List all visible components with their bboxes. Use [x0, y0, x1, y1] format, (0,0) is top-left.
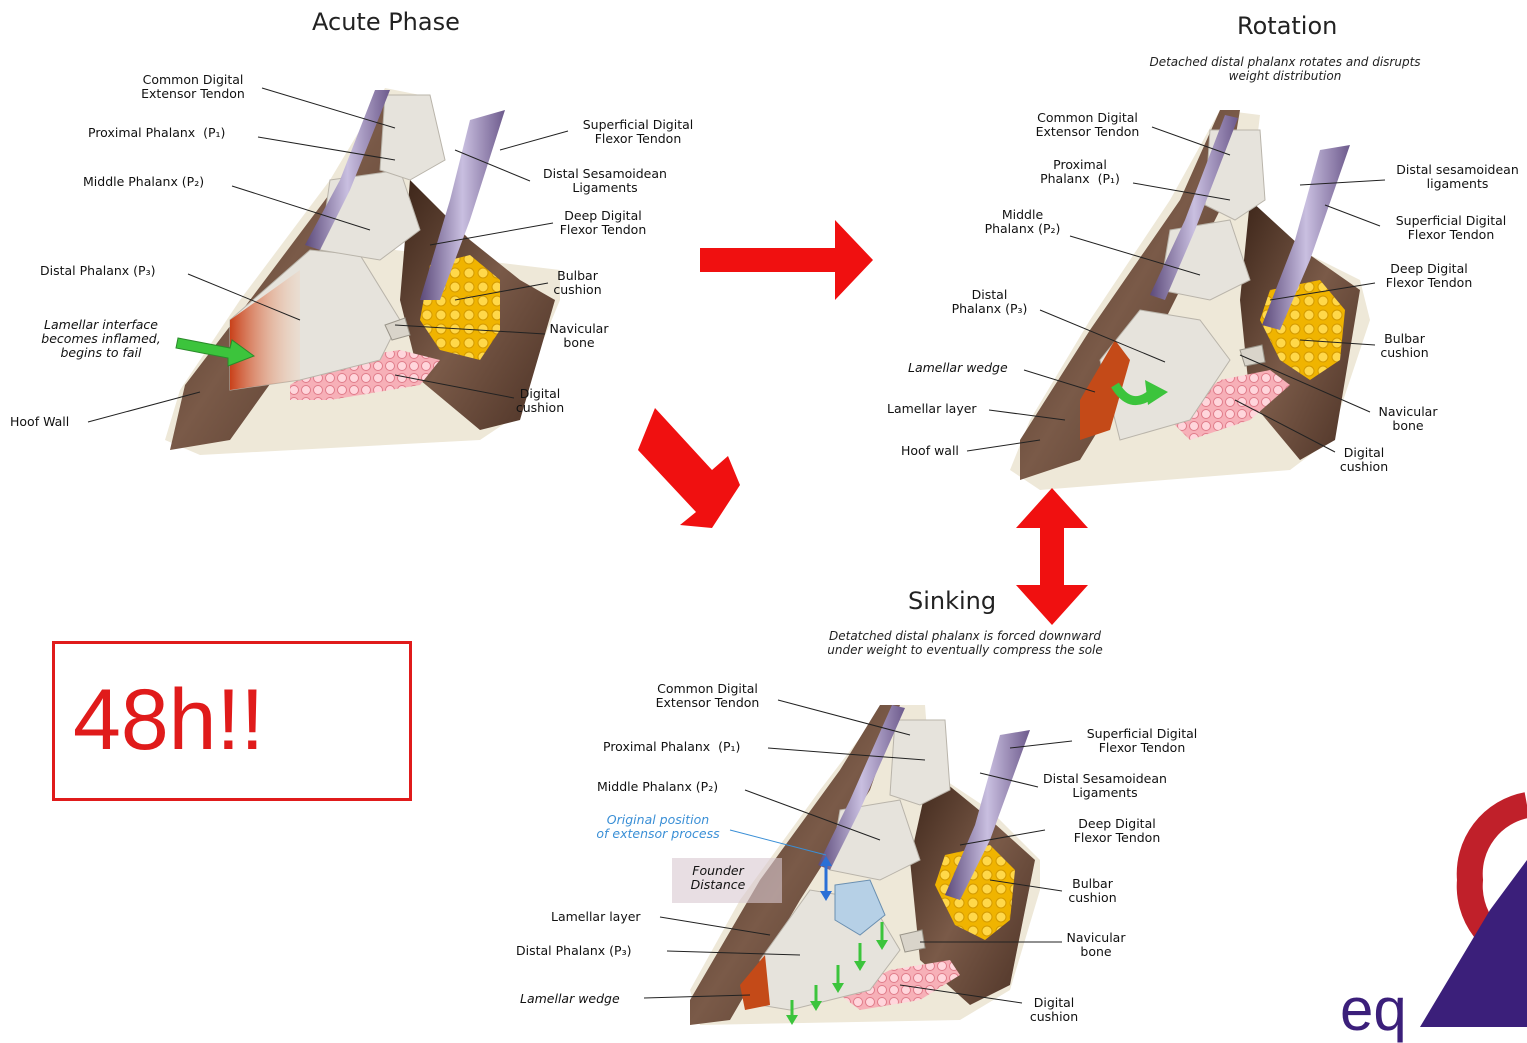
rotation-label-sdft: Superficial Digital Flexor Tendon	[1386, 214, 1516, 242]
rotation-label-bulbar: Bulbar cushion	[1372, 332, 1437, 360]
acute-label-p3: Distal Phalanx (P₃)	[40, 264, 155, 278]
rotation-label-hoof-wall: Hoof wall	[901, 444, 959, 458]
sinking-label-wedge: Lamellar wedge	[520, 992, 620, 1006]
rotation-title: Rotation	[1237, 12, 1337, 40]
sinking-label-sdft: Superficial Digital Flexor Tendon	[1072, 727, 1212, 755]
sinking-label-ddft: Deep Digital Flexor Tendon	[1062, 817, 1172, 845]
rotation-label-p1: Proximal Phalanx (P₁)	[1030, 158, 1130, 186]
sinking-proximal-phalanx	[890, 720, 950, 805]
acute-label-bulbar: Bulbar cushion	[545, 269, 610, 297]
sinking-label-dsl: Distal Sesamoidean Ligaments	[1030, 772, 1180, 800]
acute-hoof-illustration	[165, 88, 560, 455]
rotation-label-p3: Distal Phalanx (P₃)	[942, 288, 1037, 316]
acute-label-ddft: Deep Digital Flexor Tendon	[548, 209, 658, 237]
acute-label-sdft: Superficial Digital Flexor Tendon	[568, 118, 708, 146]
sinking-label-common-extensor: Common Digital Extensor Tendon	[640, 682, 775, 710]
acute-label-digital: Digital cushion	[510, 387, 570, 415]
acute-label-common-extensor: Common Digital Extensor Tendon	[128, 73, 258, 101]
acute-title: Acute Phase	[312, 8, 460, 36]
acute-proximal-phalanx	[380, 95, 445, 180]
acute-label-dsl: Distal Sesamoidean Ligaments	[530, 167, 680, 195]
sinking-label-p1: Proximal Phalanx (P₁)	[603, 740, 740, 754]
rotation-label-navicular: Navicular bone	[1372, 405, 1444, 433]
time-callout-text: 48h!!	[73, 670, 264, 770]
rotation-label-wedge: Lamellar wedge	[908, 361, 1008, 375]
acute-label-lamellar: Lamellar interface becomes inflamed, beg…	[26, 318, 176, 360]
sinking-label-digital: Digital cushion	[1024, 996, 1084, 1024]
rotation-subtitle: Detached distal phalanx rotates and disr…	[1140, 55, 1430, 83]
acute-label-p1: Proximal Phalanx (P₁)	[88, 126, 225, 140]
red-arrow-down-right	[638, 408, 740, 528]
sinking-label-p2: Middle Phalanx (P₂)	[597, 780, 718, 794]
sinking-label-layer: Lamellar layer	[551, 910, 641, 924]
time-callout-box: 48h!!	[52, 641, 412, 801]
sinking-label-navicular: Navicular bone	[1060, 931, 1132, 959]
sinking-label-original: Original position of extensor process	[578, 813, 738, 841]
acute-label-hoof-wall: Hoof Wall	[10, 415, 69, 429]
rotation-label-common-extensor: Common Digital Extensor Tendon	[1025, 111, 1150, 139]
red-arrow-vertical	[1016, 488, 1088, 625]
sinking-label-bulbar: Bulbar cushion	[1060, 877, 1125, 905]
logo-text: eq	[1340, 980, 1407, 1040]
logo-mark	[1420, 805, 1527, 1027]
sinking-title: Sinking	[908, 587, 996, 615]
rotation-label-layer: Lamellar layer	[887, 402, 977, 416]
sinking-subtitle: Detatched distal phalanx is forced downw…	[815, 629, 1115, 657]
sinking-label-founder: Founder Distance	[678, 864, 758, 892]
rotation-label-ddft: Deep Digital Flexor Tendon	[1374, 262, 1484, 290]
red-arrow-right	[700, 220, 873, 300]
rotation-label-dsl: Distal sesamoidean ligaments	[1388, 163, 1527, 191]
rotation-label-p2: Middle Phalanx (P₂)	[975, 208, 1070, 236]
rotation-label-digital: Digital cushion	[1334, 446, 1394, 474]
acute-label-p2: Middle Phalanx (P₂)	[83, 175, 204, 189]
sinking-label-p3: Distal Phalanx (P₃)	[516, 944, 631, 958]
acute-label-navicular: Navicular bone	[544, 322, 614, 350]
